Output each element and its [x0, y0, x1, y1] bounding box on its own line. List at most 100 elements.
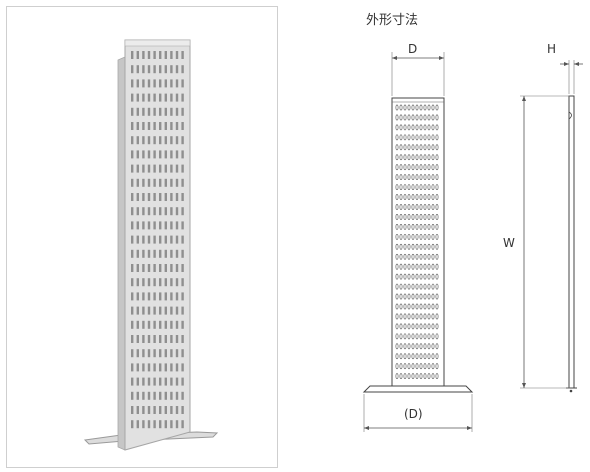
- photo-slot: [164, 122, 167, 130]
- photo-slot: [164, 335, 167, 343]
- front-slot: [423, 233, 427, 240]
- front-slot: [435, 144, 439, 151]
- photo-slot: [142, 93, 145, 102]
- photo-slot: [181, 320, 184, 329]
- front-slot: [423, 303, 427, 310]
- photo-slot: [131, 406, 134, 414]
- front-slot: [427, 303, 431, 310]
- front-slot: [431, 343, 435, 350]
- front-slot: [395, 144, 399, 151]
- photo-slot: [147, 79, 151, 88]
- photo-slot: [175, 107, 179, 116]
- front-slot: [419, 114, 423, 121]
- front-slot: [431, 223, 435, 230]
- front-slot: [411, 363, 415, 370]
- photo-slot: [159, 235, 162, 244]
- front-slot: [399, 204, 403, 210]
- front-slot: [419, 273, 423, 280]
- front-slot: [403, 154, 407, 161]
- front-slot: [403, 283, 407, 290]
- front-slot: [395, 154, 399, 161]
- front-slot: [427, 273, 431, 280]
- front-slot: [419, 263, 423, 270]
- photo-slot: [159, 377, 162, 386]
- front-slot: [423, 343, 427, 350]
- photo-slot: [159, 207, 162, 216]
- photo-slot: [164, 391, 167, 400]
- front-slot: [427, 214, 431, 220]
- front-slot: [427, 184, 431, 190]
- arrow-icon: [522, 96, 526, 101]
- photo-slot: [175, 178, 179, 187]
- front-slot: [403, 184, 407, 190]
- photo-slot: [131, 79, 134, 88]
- photo-slot: [181, 193, 184, 201]
- photo-slot: [164, 406, 167, 414]
- photo-slot: [175, 79, 179, 88]
- photo-slot: [131, 193, 134, 201]
- front-slot: [419, 323, 423, 330]
- photo-slot: [181, 377, 184, 386]
- photo-slot: [159, 164, 162, 173]
- front-slot: [431, 293, 435, 300]
- photo-slot: [153, 335, 156, 343]
- front-slot: [419, 243, 423, 250]
- photo-slot: [131, 377, 134, 386]
- photo-slot: [181, 178, 184, 187]
- front-slot: [427, 164, 431, 171]
- front-slot: [399, 184, 403, 190]
- photo-slot: [159, 193, 162, 201]
- front-slot: [415, 114, 419, 121]
- photo-slot: [136, 249, 139, 258]
- front-slot: [399, 134, 403, 141]
- front-slot: [423, 293, 427, 300]
- photo-slot: [170, 79, 173, 88]
- photo-slot: [131, 420, 134, 429]
- front-slot: [399, 144, 403, 151]
- photo-slot: [170, 122, 173, 130]
- front-slot: [399, 283, 403, 290]
- front-slot: [411, 353, 415, 360]
- photo-slot: [147, 278, 151, 287]
- photo-slot: [153, 150, 156, 159]
- photo-slot: [153, 178, 156, 187]
- photo-slot: [153, 249, 156, 258]
- front-slot: [427, 114, 431, 121]
- photo-slot: [147, 207, 151, 216]
- front-slot: [427, 263, 431, 270]
- photo-slot: [147, 264, 151, 272]
- photo-slot: [147, 363, 151, 372]
- front-slot: [431, 363, 435, 370]
- front-slot: [411, 214, 415, 220]
- front-slot: [427, 243, 431, 250]
- photo-slot: [147, 150, 151, 159]
- front-slot: [407, 253, 411, 260]
- front-slot: [407, 164, 411, 171]
- front-slot: [419, 353, 423, 360]
- front-slot: [407, 154, 411, 161]
- front-slot: [415, 373, 419, 380]
- front-slot: [419, 164, 423, 171]
- photo-slot: [181, 136, 184, 145]
- front-slot: [435, 164, 439, 171]
- photo-slot: [159, 363, 162, 372]
- front-slot: [419, 124, 423, 131]
- photo-slot: [142, 349, 145, 358]
- front-slot: [415, 363, 419, 370]
- front-slot: [407, 134, 411, 141]
- photo-slot: [142, 391, 145, 400]
- photo-slot: [147, 65, 151, 74]
- front-slot: [395, 323, 399, 330]
- front-slot: [415, 144, 419, 151]
- front-slot: [395, 283, 399, 290]
- front-slot: [395, 184, 399, 190]
- front-slot: [419, 204, 423, 210]
- photo-slot: [170, 406, 173, 414]
- photo-slot: [181, 420, 184, 429]
- photo-slot: [153, 406, 156, 414]
- photo-slot: [181, 79, 184, 88]
- photo-slot: [153, 278, 156, 287]
- photo-slot: [131, 349, 134, 358]
- front-slot: [415, 204, 419, 210]
- photo-slot: [147, 391, 151, 400]
